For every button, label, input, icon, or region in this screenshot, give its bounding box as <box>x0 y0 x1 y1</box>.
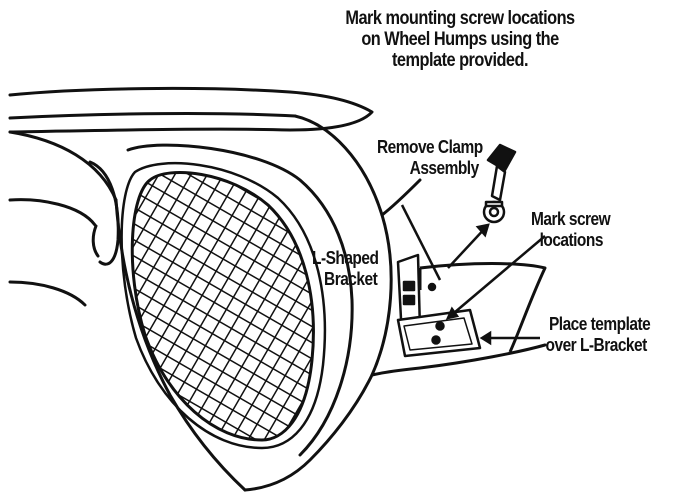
place-template-line-2: over L-Bracket <box>545 335 648 355</box>
leader-lines <box>400 204 546 346</box>
place-template-label: Place template over L-Bracket <box>545 314 651 356</box>
clamp-assembly <box>482 143 517 224</box>
place-template-line-1: Place template <box>549 314 651 334</box>
grill-mesh <box>120 162 327 450</box>
remove-clamp-line-1: Remove Clamp <box>377 137 483 157</box>
mark-screw-label: Mark screw locations <box>531 209 611 251</box>
title-line-1: Mark mounting screw locations <box>345 8 575 29</box>
l-bracket-line-2: Bracket <box>324 269 378 289</box>
l-shaped-bracket-label: L-Shaped Bracket <box>312 248 379 290</box>
remove-clamp-label: Remove Clamp Assembly <box>377 137 483 179</box>
instruction-title: Mark mounting screw locations on Wheel H… <box>331 8 589 71</box>
mark-screw-line-2: locations <box>539 230 604 250</box>
mark-screw-line-1: Mark screw <box>531 209 611 229</box>
l-bracket-line-1: L-Shaped <box>312 248 379 268</box>
dashboard-body <box>8 86 374 307</box>
title-line-2: on Wheel Humps using the <box>361 29 559 50</box>
remove-clamp-line-2: Assembly <box>409 158 480 178</box>
template-plate <box>396 308 482 358</box>
title-line-3: template provided. <box>392 50 529 71</box>
wheel-hump <box>114 114 547 492</box>
